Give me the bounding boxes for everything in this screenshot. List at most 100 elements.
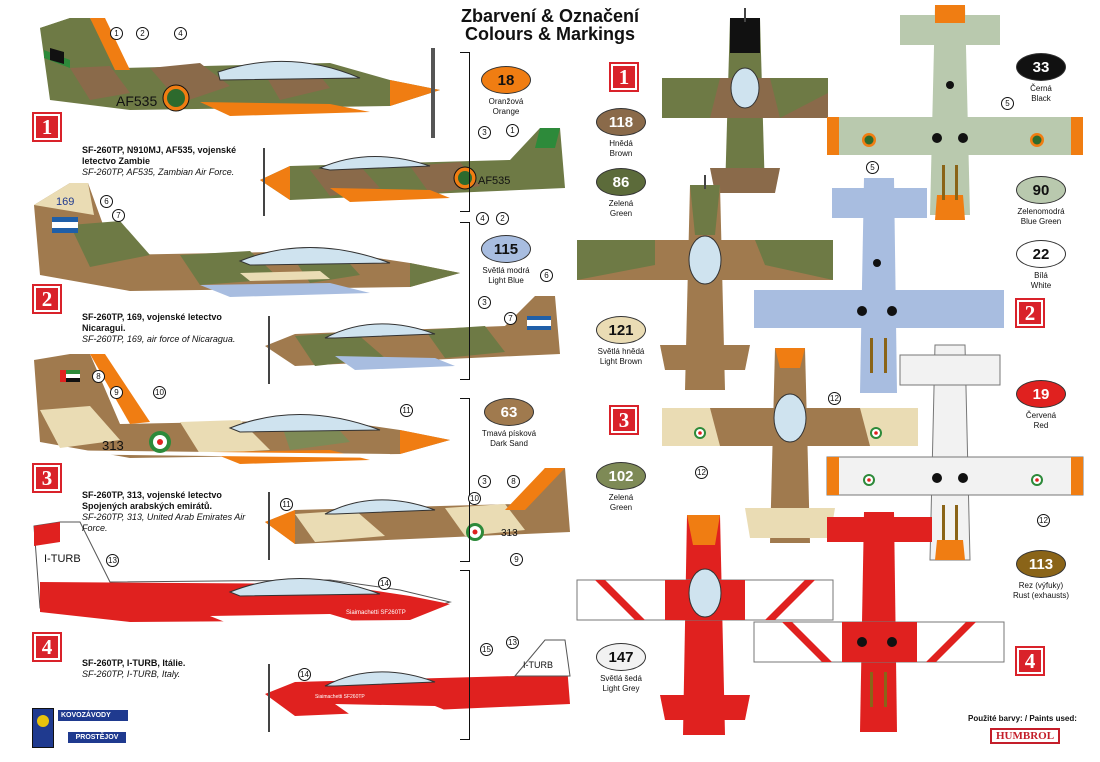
scheme-2-number-badge: 2 <box>32 284 62 314</box>
scheme-1-number-badge: 1 <box>32 112 62 142</box>
paint-swatch: 86 <box>596 168 646 196</box>
scheme-1-serial: AF535 <box>116 93 157 109</box>
callout-2: 2 <box>136 27 149 40</box>
logo-brand-text: KOVOZÁVODY <box>58 710 128 721</box>
scheme-1-side-profile-right: AF535 <box>260 128 565 216</box>
callout-1-right: 1 <box>506 124 519 137</box>
callout-6-right: 6 <box>540 269 553 282</box>
callout-6: 6 <box>100 195 113 208</box>
scheme-2-number-badge-right: 2 <box>1015 298 1045 328</box>
paints-used-label: Použité barvy: / Paints used: <box>968 714 1077 723</box>
scheme-4-fuselage-text-small: Siaimachetti SF260TP <box>315 694 365 700</box>
scheme-1-number-badge-right: 1 <box>609 62 639 92</box>
callout-2-right: 2 <box>496 212 509 225</box>
scheme-2-top-view <box>577 175 833 390</box>
paint-swatch: 63 <box>484 398 534 426</box>
paint-swatch: 113 <box>1016 550 1066 578</box>
bracket-scheme-2 <box>460 222 470 380</box>
manufacturer-logo: KOVOZÁVODY PROSTĚJOV <box>32 708 128 748</box>
scheme-2-serial: 169 <box>56 196 74 208</box>
scheme-3-number-badge: 3 <box>32 463 62 493</box>
humbrol-logo: HUMBROL <box>990 728 1060 744</box>
scheme-1-top-view <box>662 8 828 193</box>
scheme-3-caption: SF-260TP, 313, vojenské letectvo Spojený… <box>82 490 246 533</box>
callout-3-s3: 3 <box>478 475 491 488</box>
scheme-3-serial-small: 313 <box>501 528 518 539</box>
page-title-czech: Zbarvení & Označení <box>460 6 640 26</box>
callout-8: 8 <box>92 370 105 383</box>
callout-1: 1 <box>110 27 123 40</box>
callout-5: 5 <box>1001 97 1014 110</box>
logo-city-text: PROSTĚJOV <box>68 732 126 743</box>
scheme-1-caption: SF-260TP, N910MJ, AF535, vojenské letect… <box>82 145 237 177</box>
callout-12-c: 12 <box>1037 514 1050 527</box>
scheme-4-side-profile-right: I-TURB Siaimachetti SF260TP <box>265 639 571 732</box>
paint-swatch: 19 <box>1016 380 1066 408</box>
scheme-2-caption: SF-260TP, 169, vojenské letectvo Nicarag… <box>82 312 236 344</box>
scheme-3-number-badge-right: 3 <box>609 405 639 435</box>
k-mark-icon <box>32 708 54 748</box>
scheme-3-top-view <box>662 348 918 543</box>
scheme-3-bottom-view <box>826 344 1084 561</box>
scheme-3-serial: 313 <box>102 438 124 453</box>
page-title-english: Colours & Markings <box>464 24 636 44</box>
paint-113: 113 Rez (výfuky)Rust (exhausts) <box>1003 550 1079 601</box>
callout-7-right: 7 <box>504 312 517 325</box>
paint-swatch: 90 <box>1016 176 1066 204</box>
callout-3: 3 <box>478 126 491 139</box>
callout-8-right: 8 <box>507 475 520 488</box>
scheme-2-side-profile-right <box>265 296 560 384</box>
callout-10: 10 <box>153 386 166 399</box>
paint-swatch: 33 <box>1016 53 1066 81</box>
callout-11: 11 <box>400 404 413 417</box>
callout-13-right: 13 <box>506 636 519 649</box>
scheme-4-serial: I-TURB <box>44 553 81 565</box>
callout-13: 13 <box>106 554 119 567</box>
scheme-4-bottom-view <box>753 512 1005 732</box>
scheme-4-fuselage-text: Siaimachetti SF260TP <box>346 610 406 616</box>
callout-9: 9 <box>110 386 123 399</box>
callout-14-right: 14 <box>298 668 311 681</box>
callout-5-b: 5 <box>866 161 879 174</box>
scheme-4-top-view <box>576 515 834 735</box>
callout-7: 7 <box>112 209 125 222</box>
callout-14: 14 <box>378 577 391 590</box>
callout-12-b: 12 <box>695 466 708 479</box>
scheme-4-number-badge-right: 4 <box>1015 646 1045 676</box>
scheme-1-serial-small: AF535 <box>478 175 510 187</box>
propeller-1 <box>431 48 435 138</box>
bracket-scheme-1 <box>460 52 470 212</box>
callout-9-right: 9 <box>510 553 523 566</box>
scheme-4-serial-small: I-TURB <box>523 660 553 670</box>
scheme-4-number-badge: 4 <box>32 632 62 662</box>
scheme-3-side-profile: 313 <box>34 354 450 464</box>
callout-4: 4 <box>174 27 187 40</box>
paint-swatch: 121 <box>596 316 646 344</box>
callout-12: 12 <box>828 392 841 405</box>
paint-swatch: 115 <box>481 235 531 263</box>
bracket-scheme-3 <box>460 398 470 562</box>
callout-11-right: 11 <box>280 498 293 511</box>
callout-15: 15 <box>480 643 493 656</box>
scheme-2-bottom-view <box>754 178 1004 393</box>
bracket-scheme-4 <box>460 570 470 740</box>
paint-swatch: 102 <box>596 462 646 490</box>
paint-swatch: 118 <box>596 108 646 136</box>
scheme-3-side-profile-right: 313 <box>265 468 570 560</box>
scheme-4-side-profile: I-TURB Siaimachetti SF260TP <box>33 521 452 628</box>
scheme-1-bottom-view <box>827 5 1083 220</box>
callout-4-right: 4 <box>476 212 489 225</box>
callout-10-right: 10 <box>468 492 481 505</box>
callout-3-s2: 3 <box>478 296 491 309</box>
